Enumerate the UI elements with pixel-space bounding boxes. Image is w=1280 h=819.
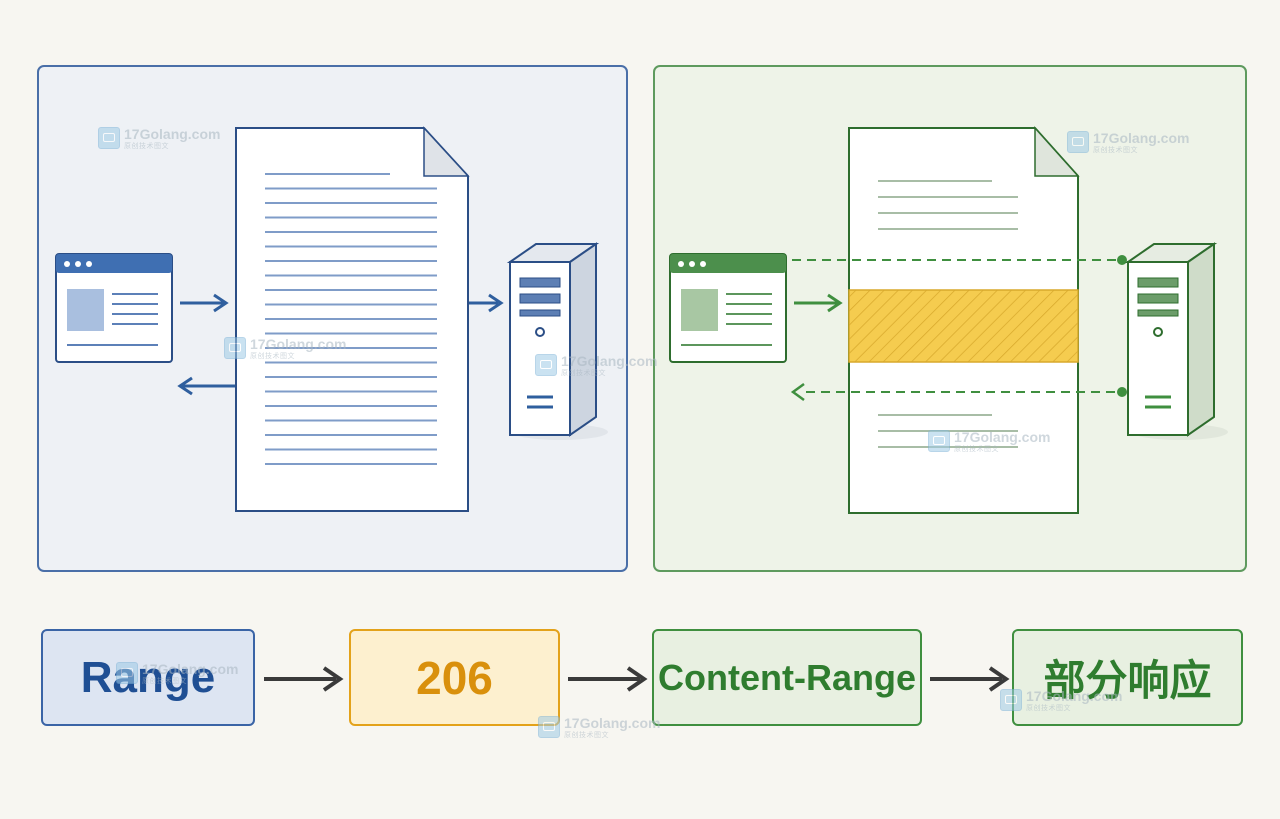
status-206-box: 206 [349, 629, 560, 726]
document-to-server-arrow-icon [468, 293, 504, 313]
full-response-panel [37, 65, 1247, 572]
content-range-box: Content-Range [652, 629, 922, 726]
flow-arrow-2-icon [568, 666, 648, 692]
server-tower-icon-partial [1124, 242, 1228, 440]
flow-arrow-1-icon [264, 666, 344, 692]
client-browser-icon [55, 253, 173, 363]
status-206-label: 206 [416, 651, 493, 704]
server-tower-icon [506, 242, 608, 440]
range-response-dashed-line [790, 382, 1127, 402]
content-range-label: Content-Range [658, 656, 916, 698]
full-document-icon [235, 126, 470, 512]
partial-request-arrow-right-icon [794, 293, 843, 313]
request-arrow-right-icon [180, 293, 229, 313]
flow-arrow-3-icon [930, 666, 1010, 692]
range-header-box: Range [41, 629, 255, 726]
partial-response-label: 部分响应 [1043, 656, 1212, 705]
range-request-dashed-line [792, 255, 1127, 265]
client-browser-icon-partial [669, 253, 787, 363]
response-arrow-left-icon [177, 376, 236, 396]
range-header-label: Range [80, 652, 216, 702]
partial-document-icon [848, 126, 1080, 514]
partial-response-box: 部分响应 [1012, 629, 1243, 726]
requested-byte-range-highlight [848, 289, 1079, 363]
